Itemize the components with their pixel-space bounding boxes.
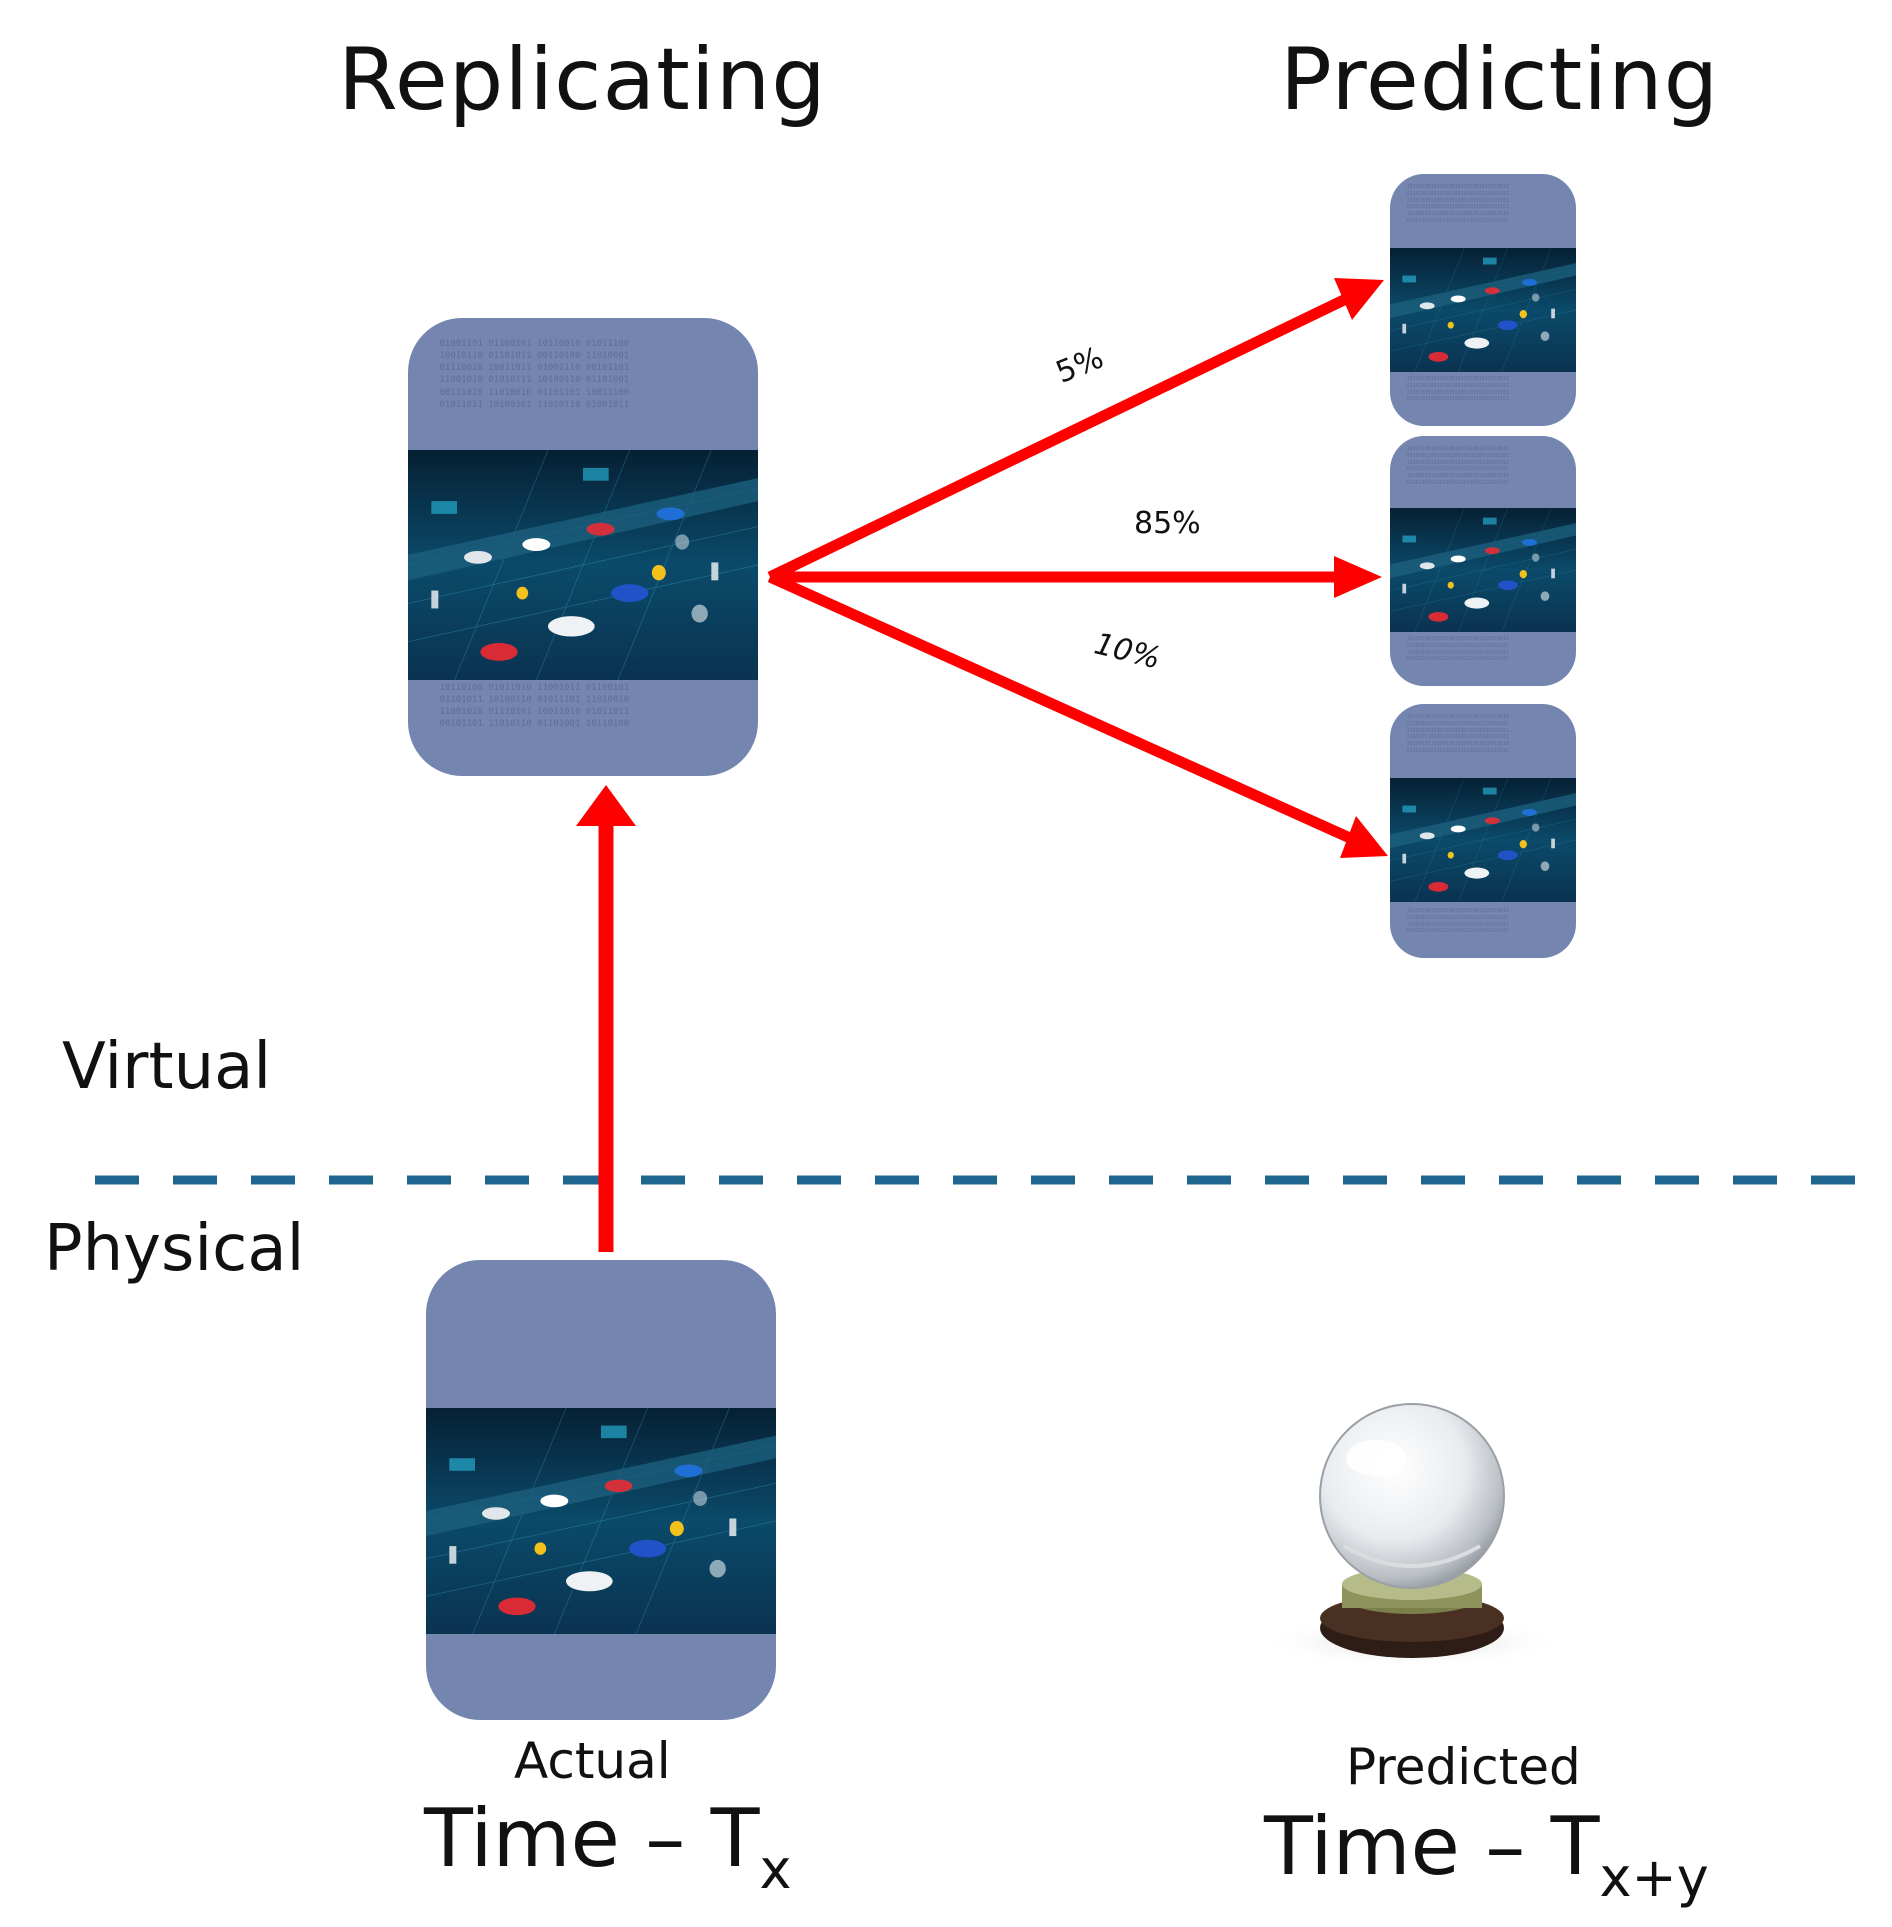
binary-data-texture-bottom: 1011010010110100101101001011010010 01101… — [1406, 636, 1510, 663]
region-label-physical: Physical — [44, 1212, 305, 1286]
region-label-virtual: Virtual — [62, 1030, 272, 1104]
predicted-time-label: Time – Tx+y — [1264, 1800, 1709, 1905]
binary-data-texture-top: 01001101 01100101 10110010 01011100 1001… — [439, 339, 630, 410]
binary-data-texture-top: 1011010010110100101101001011010010 01101… — [1406, 446, 1510, 486]
actual-caption: Actual — [514, 1732, 671, 1790]
smart-factory-image — [1390, 248, 1576, 372]
branch-arrow-10-head — [1340, 816, 1388, 858]
branch-arrow-5-head — [1334, 278, 1384, 320]
actual-time-text: Time – T — [424, 1792, 760, 1885]
prediction-card-85: 1011010010110100101101001011010010 01101… — [1390, 436, 1576, 686]
physical-system-card — [426, 1260, 776, 1720]
heading-predicting: Predicting — [1280, 30, 1720, 130]
actual-time-label: Time – Tx — [424, 1792, 791, 1897]
binary-data-texture-bottom: 1011010010110100101101001011010010 01101… — [1406, 908, 1510, 935]
branch-label-85: 85% — [1134, 506, 1201, 541]
binary-data-texture-top: 1011010010110100101101001011010010 01101… — [1406, 184, 1510, 224]
binary-data-texture-bottom: 10110100 01011010 11001011 01100101 0110… — [439, 683, 630, 730]
predicted-caption: Predicted — [1346, 1738, 1581, 1796]
smart-factory-image — [426, 1408, 776, 1634]
heading-replicating: Replicating — [338, 30, 827, 130]
prediction-card-5: 1011010010110100101101001011010010 01101… — [1390, 174, 1576, 426]
smart-factory-image — [1390, 778, 1576, 902]
smart-factory-image — [1390, 508, 1576, 632]
binary-data-texture-top: 1011010010110100101101001011010010 01101… — [1406, 714, 1510, 754]
prediction-card-10: 1011010010110100101101001011010010 01101… — [1390, 704, 1576, 958]
predicted-time-text: Time – T — [1264, 1800, 1600, 1893]
actual-time-subscript: x — [759, 1838, 792, 1901]
branch-arrow-10-shaft — [767, 571, 1353, 844]
branch-arrow-5-shaft — [767, 293, 1351, 582]
replicate-arrow-head — [576, 785, 636, 826]
branch-arrow-85-head — [1334, 556, 1382, 598]
smart-factory-image — [408, 450, 758, 680]
crystal-ball-icon — [1262, 1403, 1562, 1668]
predicted-time-subscript: x+y — [1599, 1846, 1709, 1909]
digital-twin-card: 01001101 01100101 10110010 01011100 1001… — [408, 318, 758, 776]
binary-data-texture-bottom: 1011010010110100101101001011010010 01101… — [1406, 376, 1510, 403]
